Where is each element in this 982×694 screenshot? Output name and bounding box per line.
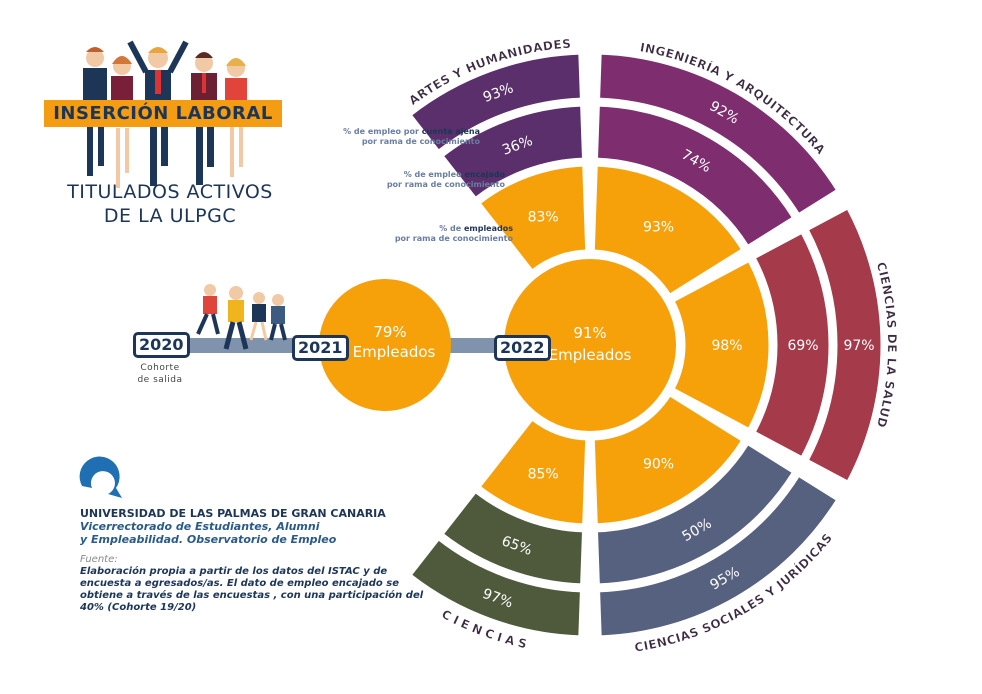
ring-segment-encajado: [440, 103, 586, 201]
ring-segment-empleados: [477, 416, 589, 527]
legend-empleados: % de empleados por rama de conocimiento: [330, 224, 513, 244]
department-line1: Vicerrectorado de Estudiantes, Alumni: [80, 520, 320, 533]
legend-cuenta-ajena: % de empleo por cuenta ajena por rama de…: [290, 127, 480, 147]
banner-title: INSERCIÓN LABORAL: [44, 100, 282, 127]
year-2022: 2022: [494, 335, 551, 361]
legend-text: % de empleo por: [343, 127, 422, 136]
legend-text: por rama de conocimiento: [361, 137, 480, 146]
percent-label: 69%: [787, 338, 818, 354]
ring-segment-cuenta-ajena: [408, 536, 583, 639]
ring-segment-cuenta-ajena: [597, 51, 840, 217]
subtitle: TITULADOS ACTIVOS DE LA ULPGC: [60, 180, 280, 228]
center-circle-2022: [504, 259, 676, 431]
ring-segment-encajado: [594, 441, 796, 587]
circle-2021: [319, 279, 451, 411]
legend-encajado: % de empleo encajado por rama de conocim…: [320, 170, 505, 190]
ring-segment-encajado: [594, 103, 796, 249]
ring-segment-cuenta-ajena: [597, 473, 840, 639]
subtitle-line1: TITULADOS ACTIVOS: [67, 181, 273, 203]
source-note: Fuente: Elaboración propia a partir de l…: [80, 554, 430, 614]
legend-text: % de: [439, 224, 464, 233]
ring-segment-cuenta-ajena: [805, 205, 884, 485]
ring-segment-empleados: [591, 392, 745, 527]
legend-bold: cuenta ajena: [421, 127, 480, 136]
legend-bold: encajado: [464, 170, 505, 179]
cohorte-label: Cohorte de salida: [125, 362, 195, 386]
percent-label: 85%: [528, 467, 559, 483]
ulpgc-logo: [79, 456, 122, 498]
legend-bold: empleados: [463, 224, 513, 233]
ring-segment-empleados: [591, 163, 745, 298]
label-2021: Empleados: [353, 343, 436, 361]
university-name: UNIVERSIDAD DE LAS PALMAS DE GRAN CANARI…: [80, 507, 386, 520]
year-2021: 2021: [292, 335, 349, 361]
percent-label: 93%: [643, 219, 674, 235]
value-2022: 91%: [573, 324, 606, 342]
cohorte-line2: de salida: [137, 375, 183, 385]
ring-segment-encajado: [752, 230, 832, 460]
ring-segment-empleados: [670, 258, 772, 432]
percent-label: 90%: [643, 457, 674, 473]
percent-label: 83%: [528, 209, 559, 225]
legend-text: % de empleo: [403, 170, 465, 179]
percent-label: 98%: [711, 338, 742, 354]
cohorte-line1: Cohorte: [140, 363, 180, 373]
university-info: UNIVERSIDAD DE LAS PALMAS DE GRAN CANARI…: [80, 507, 386, 546]
subtitle-line2: DE LA ULPGC: [103, 205, 237, 227]
ring-segment-empleados: [477, 163, 589, 274]
source-label: Fuente:: [80, 554, 118, 565]
people-illustration-timeline: [196, 284, 287, 350]
label-2022: Empleados: [549, 346, 632, 364]
legend-text: por rama de conocimiento: [386, 180, 505, 189]
people-illustration-header: [83, 40, 247, 188]
percent-label: 97%: [843, 338, 874, 354]
ring-segment-encajado: [440, 489, 586, 587]
value-2021: 79%: [373, 323, 406, 341]
ring-segment-cuenta-ajena: [408, 51, 583, 154]
department-line2: y Empleabilidad. Observatorio de Empleo: [80, 533, 337, 546]
source-text: Elaboración propia a partir de los datos…: [80, 566, 424, 613]
year-2020: 2020: [133, 332, 190, 358]
legend-text: por rama de conocimiento: [394, 234, 513, 243]
